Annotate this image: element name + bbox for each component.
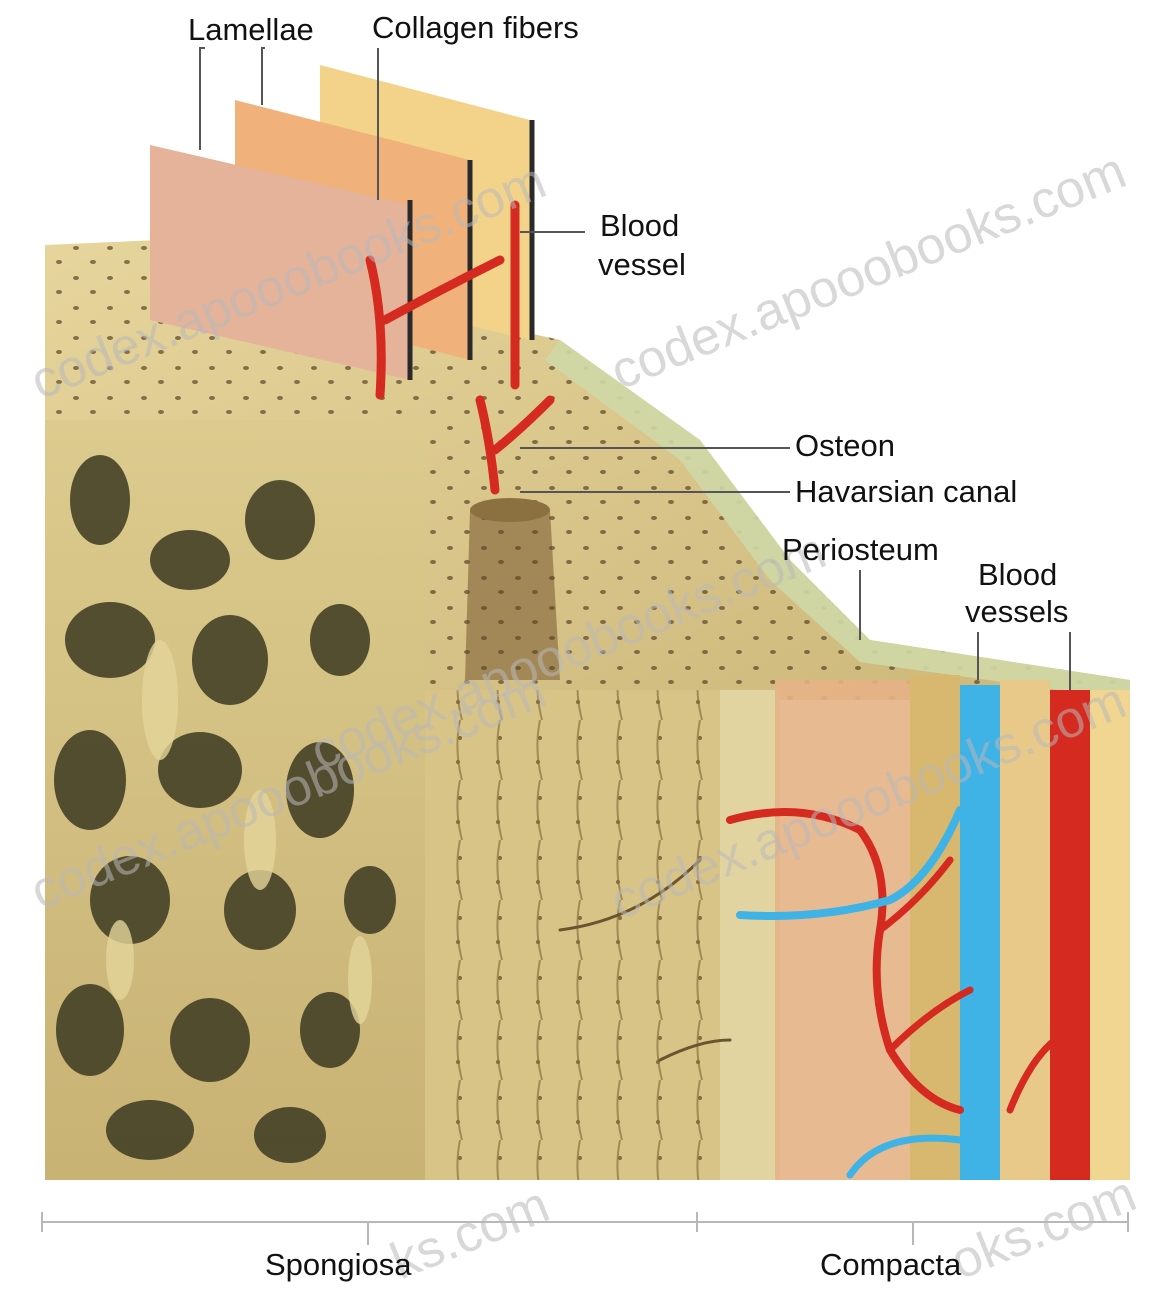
- label-blood-vessels-line2: vessels: [965, 594, 1068, 629]
- label-blood-vessels-line1: Blood: [978, 557, 1057, 592]
- label-blood-vessel-line1: Blood: [600, 208, 679, 243]
- label-lamellae: Lamellae: [188, 12, 314, 47]
- label-periosteum: Periosteum: [782, 532, 939, 567]
- label-osteon: Osteon: [795, 428, 895, 463]
- label-compacta: Compacta: [820, 1247, 962, 1282]
- label-collagen-fibers: Collagen fibers: [372, 10, 579, 45]
- label-blood-vessel-line2: vessel: [598, 247, 686, 282]
- artery-red: [1050, 690, 1090, 1180]
- label-spongiosa: Spongiosa: [265, 1247, 412, 1282]
- watermark-bottom-right: oks.com: [943, 1165, 1144, 1289]
- label-haversian-canal: Havarsian canal: [795, 474, 1017, 509]
